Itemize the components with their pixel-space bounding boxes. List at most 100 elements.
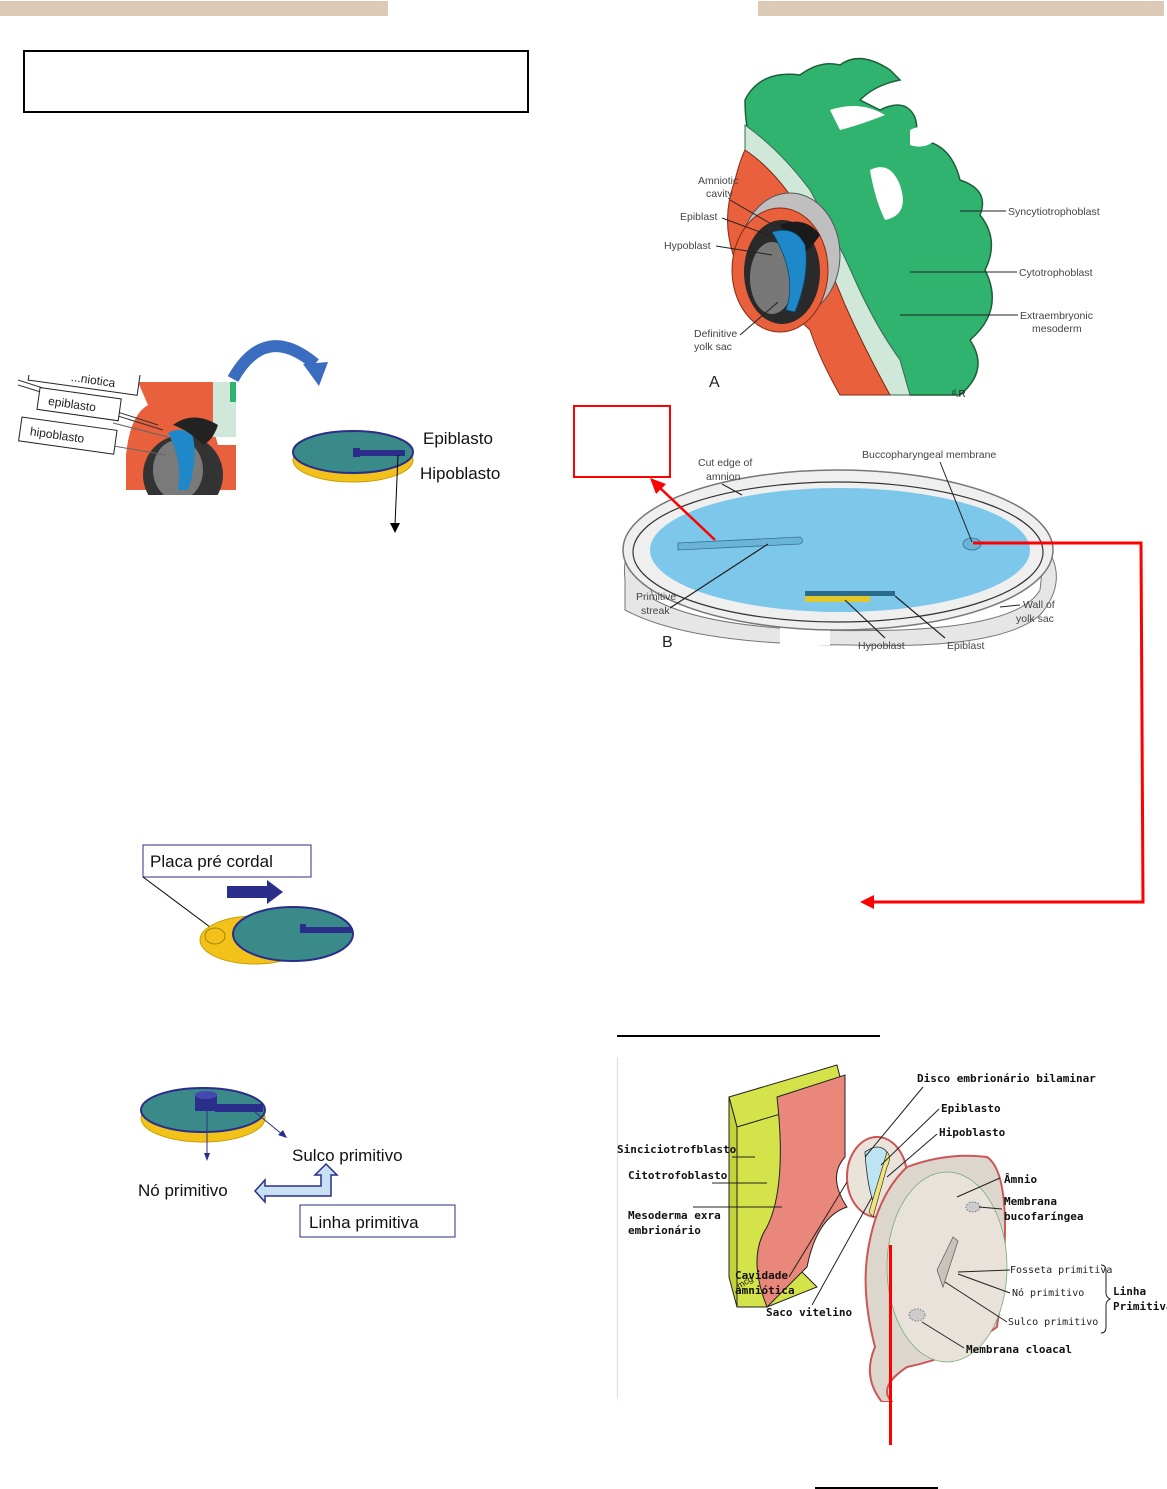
figure-label-linha-1: Linha: [1113, 1285, 1146, 1298]
empty-answer-box[interactable]: [573, 405, 671, 478]
membrana-bucofaringea-dot: [965, 1201, 981, 1213]
bucco-arrow-line: [870, 541, 1145, 904]
figure-label-sulco: Sulco primitivo: [1008, 1317, 1098, 1328]
figure-label-amniotic-cavity-1: Amniotic: [698, 175, 738, 187]
label-box-hipoblasto: [18, 416, 118, 455]
bottom-underline-blank: [815, 1487, 938, 1489]
figure-label-membrana-cloacal: Membrana cloacal: [966, 1343, 1072, 1356]
lacuna: [910, 126, 935, 147]
lacuna: [870, 167, 903, 220]
bent-double-arrow: [253, 1162, 339, 1204]
figure-a-labels: Amniotic cavity Epiblast Hypoblast Defin…: [664, 175, 1100, 400]
figure-label-definitive-yolk-sac-1: Definitive: [694, 328, 737, 340]
figure-label-saco-vitelino: Saco vitelino: [766, 1306, 852, 1319]
label-epiblasto: epiblasto: [47, 394, 97, 415]
crop-epiblast: [168, 429, 195, 490]
red-vertical-marker: [889, 1245, 892, 1445]
figure-label-wall-yolk-2: yolk sac: [1016, 613, 1054, 625]
direction-arrow-head: [267, 880, 283, 904]
primitive-node-cylinder: [195, 1095, 217, 1111]
figure-c-bilaminar-disc: mcg Disco embrionário bilaminar Epiblast…: [617, 1057, 1167, 1402]
crop-amniotic-cavity: [173, 417, 218, 445]
figure-label-membrana-buco-2: bucofaríngea: [1004, 1210, 1083, 1223]
section-epiblast: [805, 591, 895, 596]
figure-label-fosseta: Fosseta primitiva: [1010, 1265, 1112, 1276]
linha-primitiva-mark: [936, 1236, 959, 1289]
figure-label-membrana-buco-1: Membrana: [1004, 1195, 1057, 1208]
figure-label-epiblasto: Epiblasto: [941, 1102, 1001, 1115]
figure-label-amniotic-cavity-2: cavity: [706, 188, 734, 200]
label-box-epiblasto: [36, 386, 122, 422]
figure-b-bilaminar-disc: Cut edge of amnion Buccopharyngeal membr…: [622, 449, 1057, 652]
figure-label-extraembryonic-2: mesoderm: [1032, 323, 1082, 335]
arrow-to-box-line: [657, 485, 716, 541]
label-box-amniotica: [27, 375, 141, 396]
figure-label-epiblast: Epiblast: [947, 640, 984, 652]
membrana-cloacal-dot: [908, 1308, 926, 1322]
primitive-streak: [677, 536, 803, 551]
figure-a-implantation: Amniotic cavity Epiblast Hypoblast Defin…: [664, 57, 1100, 400]
bilaminar-disc-diagram: Epiblasto Hipoblasto: [292, 429, 500, 533]
epiblast-layer: [771, 229, 807, 313]
crop-syncytio: [230, 382, 236, 402]
prechordal-label: Placa pré cordal: [150, 852, 273, 871]
lacuna: [830, 106, 885, 130]
linha-primitiva-box: [299, 1204, 456, 1238]
figure-label-disco: Disco embrionário bilaminar: [917, 1072, 1096, 1085]
figure-b-letter: B: [662, 634, 673, 651]
figure-label-primitive-streak-2: streak: [641, 605, 670, 617]
figure-label-definitive-yolk-sac-2: yolk sac: [694, 341, 732, 353]
figure-label-amnio: Âmnio: [1004, 1173, 1037, 1186]
curved-arrow-icon: [227, 340, 328, 386]
figure-label-cytotrophoblast: Cytotrophoblast: [1019, 267, 1093, 279]
figure-a-letter: A: [709, 374, 720, 391]
figure-label-cut-edge-2: amnion: [706, 471, 741, 483]
title-box[interactable]: [23, 50, 529, 113]
underline-blank: [617, 1035, 880, 1037]
direction-arrow-body: [227, 886, 269, 898]
primitive-streak-diagram: Sulco primitivo Nó primitivo Linha primi…: [138, 1087, 456, 1238]
hypoblast-label: Hipoblasto: [420, 464, 500, 483]
figure-label-hypoblast: Hypoblast: [858, 640, 905, 652]
figure-label-wall-yolk-1: Wall of: [1023, 599, 1055, 611]
figure-label-cavidade-1: Cavidade: [735, 1269, 788, 1282]
down-arrow-line: [394, 454, 399, 526]
section-hypoblast: [805, 596, 870, 602]
figure-label-hypoblast: Hypoblast: [664, 240, 711, 252]
figure-label-citotrofoblasto: Citotrofoblasto: [628, 1169, 728, 1182]
prechordal-plate: [204, 927, 226, 945]
down-arrow-head: [390, 523, 400, 533]
figure-label-mesoderma-2: embrionário: [628, 1224, 701, 1237]
no-primitivo-label: Nó primitivo: [138, 1181, 228, 1200]
epiblast-disc: [232, 906, 354, 962]
figure-label-cut-edge-1: Cut edge of: [698, 457, 752, 469]
prechordal-label-box: [142, 844, 312, 878]
arrow-to-box-head: [650, 478, 666, 494]
primitive-streak: [215, 1104, 263, 1112]
linha-brace-icon: [1100, 1264, 1112, 1334]
figure-a-signature: ᵈ.R: [952, 389, 966, 400]
header-band-left: [0, 1, 388, 16]
figure-label-mesoderma-1: Mesoderma exra: [628, 1209, 721, 1222]
header-band-right: [758, 1, 1164, 16]
prechordal-plate-diagram: Placa pré cordal: [142, 844, 354, 965]
epiblast-label: Epiblasto: [423, 429, 493, 448]
figure-label-hipoblasto: Hipoblasto: [939, 1126, 1006, 1139]
primitive-streak: [304, 927, 352, 933]
figure-label-epiblast: Epiblast: [680, 211, 717, 223]
bucco-arrow-head: [860, 895, 874, 909]
primitive-node: [353, 448, 360, 457]
figure-label-no: Nó primitivo: [1012, 1287, 1084, 1299]
figure-label-sinciciotrofoblasto: Sinciciotrofblasto: [617, 1143, 737, 1156]
linha-primitiva-label: Linha primitiva: [309, 1213, 419, 1232]
figure-label-linha-2: Primitiva: [1113, 1300, 1167, 1313]
figure-label-cavidade-2: amniótica: [735, 1284, 795, 1297]
figure-label-extraembryonic-1: Extraembryonic: [1020, 310, 1093, 322]
figure-label-syncytiotrophoblast: Syncytiotrophoblast: [1008, 206, 1100, 218]
primitive-streak: [357, 450, 405, 456]
primitive-node: [300, 924, 306, 933]
red-annotations: [573, 405, 1145, 909]
mesoderm-block: [756, 1074, 848, 1308]
figure-label-primitive-streak-1: Primitive: [636, 591, 676, 603]
cropped-embryo-figure: ...niotica epiblasto hipoblasto: [18, 375, 236, 495]
